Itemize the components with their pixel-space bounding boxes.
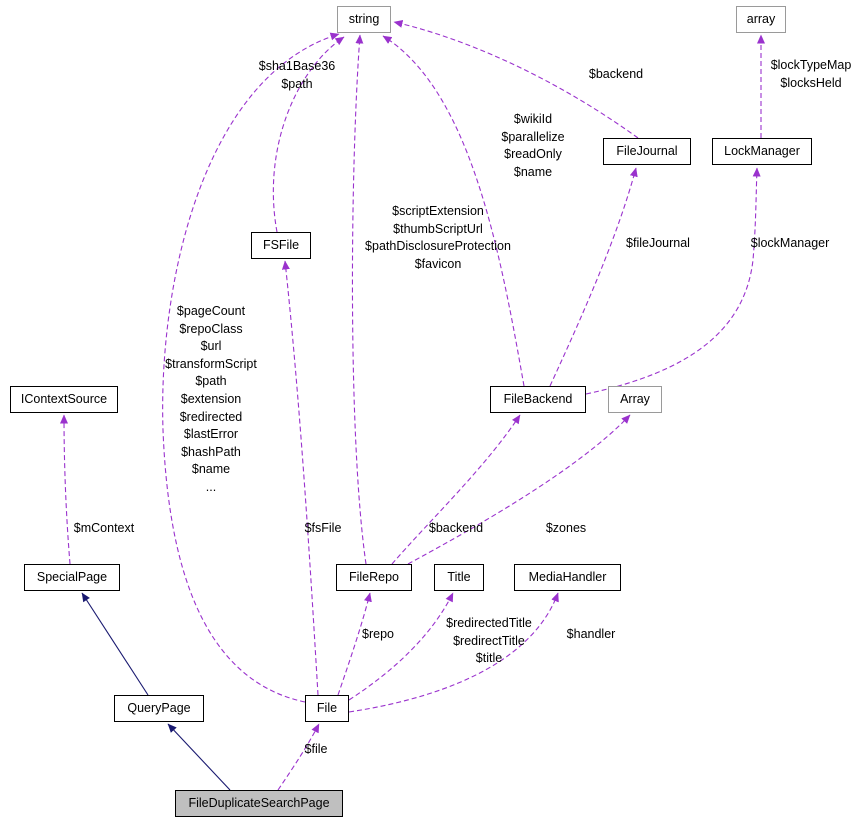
edge-file-to-title: [348, 592, 454, 701]
node-mediahandler[interactable]: MediaHandler: [514, 564, 621, 591]
node-lockmanager[interactable]: LockManager: [712, 138, 812, 165]
edge-label-file-to-mediahandler: $handler: [566, 627, 616, 641]
edge-fdsp-to-file: [277, 723, 320, 791]
node-array-class[interactable]: Array: [608, 386, 662, 413]
edge-label-filebackend-to-filejournal: $fileJournal: [626, 236, 690, 250]
node-array[interactable]: array: [736, 6, 786, 33]
edge-querypage-to-specialpage: [81, 592, 149, 696]
node-icontextsource[interactable]: IContextSource: [10, 386, 118, 413]
edge-label-file-to-string: $pageCount $repoClass $url $transformScr…: [165, 304, 257, 494]
edge-label-file-to-filerepo: $repo: [362, 627, 394, 641]
edge-filerepo-to-array: [407, 414, 631, 565]
node-querypage[interactable]: QueryPage: [114, 695, 204, 722]
edge-filerepo-to-string: [351, 34, 367, 565]
edge-label-fdsp-to-file: $file: [304, 742, 328, 756]
edge-fdsp-to-querypage: [167, 723, 231, 791]
edge-label-filejournal-to-string: $backend: [588, 67, 644, 81]
edge-label-specialpage-to-icontextsource: $mContext: [73, 521, 135, 535]
edge-file-to-string: [162, 32, 340, 703]
edge-label-filebackend-to-lockmanager: $lockManager: [750, 236, 830, 250]
node-filejournal[interactable]: FileJournal: [603, 138, 691, 165]
node-title[interactable]: Title: [434, 564, 484, 591]
edge-label-filerepo-to-string: $scriptExtension $thumbScriptUrl $pathDi…: [365, 204, 511, 271]
node-filerepo[interactable]: FileRepo: [336, 564, 412, 591]
node-fsfile[interactable]: FSFile: [251, 232, 311, 259]
edge-filebackend-to-filejournal: [549, 167, 638, 387]
node-fileduplicatesearchpage[interactable]: FileDuplicateSearchPage: [175, 790, 343, 817]
edge-label-filerepo-to-array: $zones: [545, 521, 587, 535]
edge-file-to-mediahandler: [348, 592, 559, 713]
edge-filerepo-to-filebackend: [391, 414, 521, 565]
node-filebackend[interactable]: FileBackend: [490, 386, 586, 413]
edge-specialpage-to-icontextsource: [60, 414, 71, 565]
edge-file-to-fsfile: [281, 260, 319, 696]
edge-filebackend-to-string: [382, 35, 525, 387]
edge-fsfile-to-string: [272, 36, 345, 233]
node-specialpage[interactable]: SpecialPage: [24, 564, 120, 591]
edge-label-file-to-title: $redirectedTitle $redirectTitle $title: [446, 616, 532, 666]
edge-label-file-to-fsfile: $fsFile: [304, 521, 342, 535]
edge-label-filerepo-to-filebackend: $backend: [428, 521, 484, 535]
edge-label-fsfile-to-string: $sha1Base36 $path: [258, 59, 336, 91]
edge-label-lockmanager-to-array: $lockTypeMap $locksHeld: [770, 58, 852, 90]
edge-filejournal-to-string: [393, 19, 639, 139]
edge-filebackend-to-lockmanager: [585, 167, 761, 395]
edge-file-to-filerepo: [337, 592, 372, 696]
node-file[interactable]: File: [305, 695, 349, 722]
node-string[interactable]: string: [337, 6, 391, 33]
edge-label-filebackend-to-string: $wikiId $parallelize $readOnly $name: [501, 112, 565, 179]
